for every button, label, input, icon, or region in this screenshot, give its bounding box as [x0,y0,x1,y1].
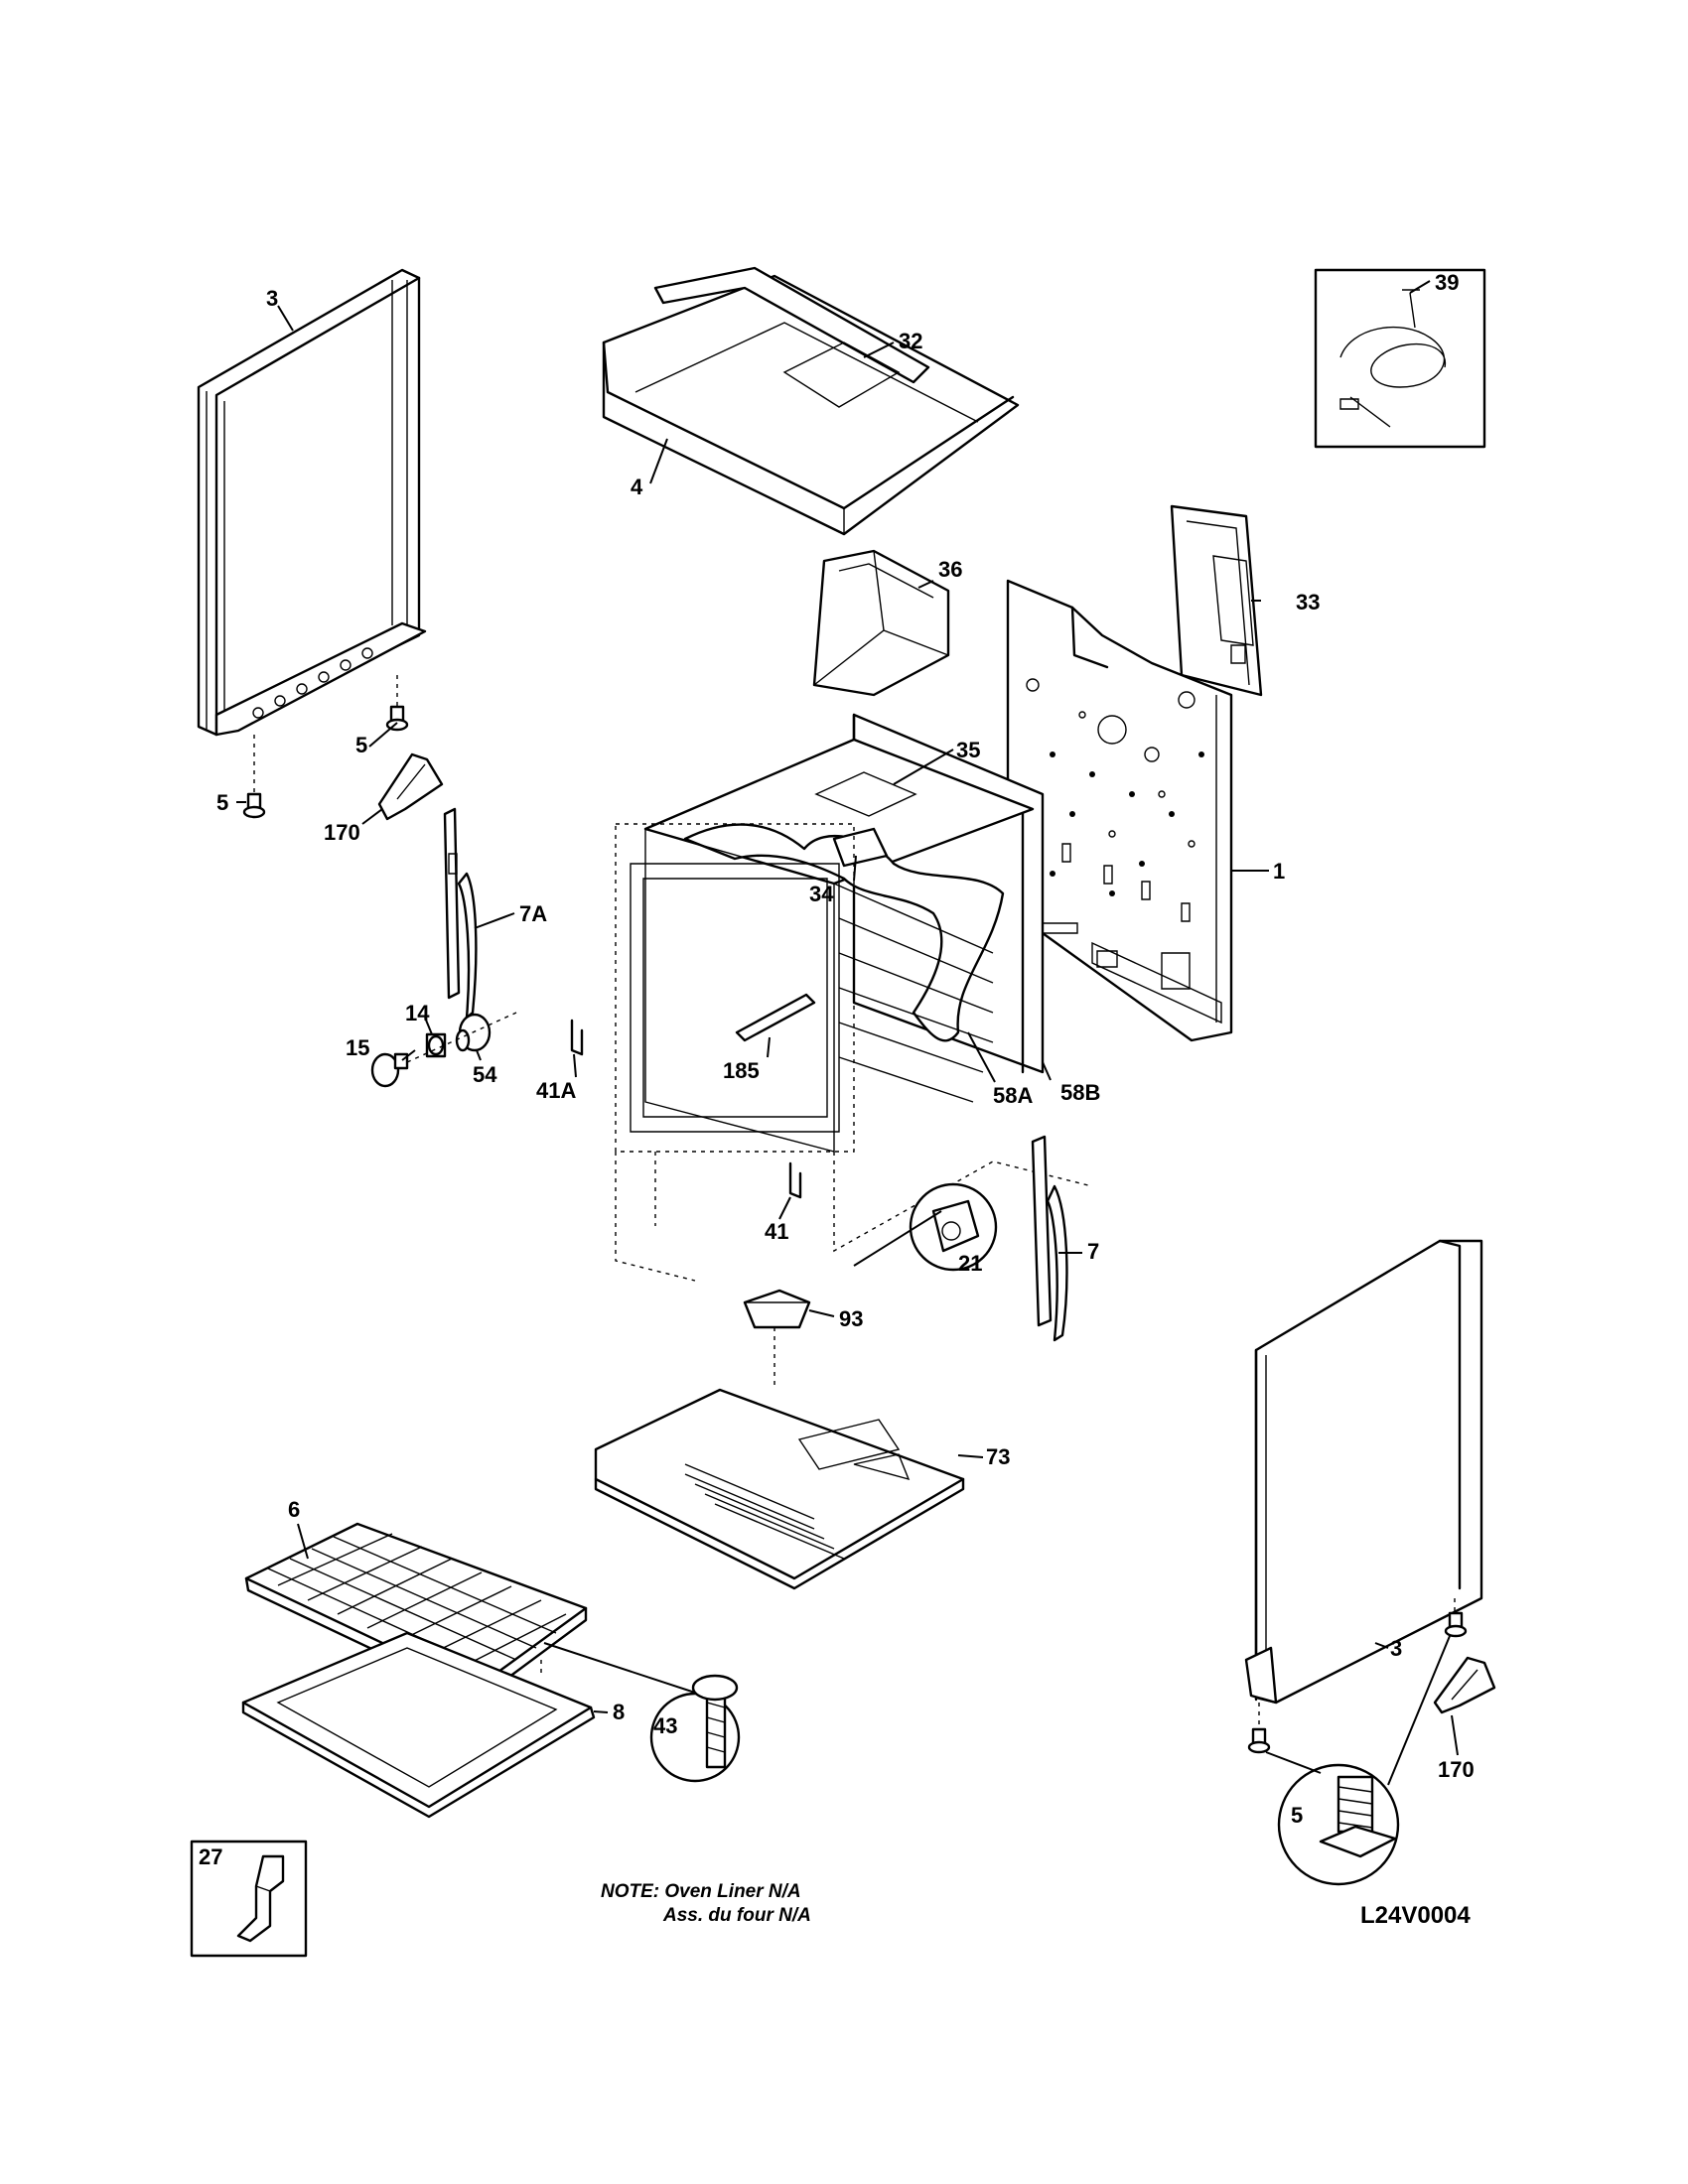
callout-39: 39 [1435,270,1460,295]
rear-cover-33 [1172,506,1261,695]
callout-3-right: 3 [1390,1636,1403,1661]
callout-5-left-a: 5 [355,733,368,757]
screw-5-right-a [1446,1613,1466,1636]
callout-6: 6 [288,1497,301,1522]
callout-54: 54 [473,1062,497,1087]
door-hinge-7 [1033,1137,1066,1340]
door-hinge-7a [445,809,476,1018]
screw-5-lower [244,794,264,817]
callout-43: 43 [653,1713,678,1738]
callout-36: 36 [938,557,963,582]
callout-170-right: 170 [1438,1757,1475,1782]
callout-58a: 58A [993,1083,1034,1108]
callout-5-left-b: 5 [216,790,229,815]
callout-7: 7 [1087,1239,1100,1264]
callout-8: 8 [613,1700,626,1724]
detail-bubble-5 [1279,1765,1398,1884]
callout-1: 1 [1273,859,1286,884]
callout-33: 33 [1296,590,1321,614]
callout-41a: 41A [536,1078,577,1103]
top-bracket-4-32 [604,268,1018,534]
power-cord-39-box [1316,270,1484,447]
part-93 [745,1291,809,1385]
callout-15: 15 [346,1035,370,1060]
callout-170-left: 170 [324,820,360,845]
leader-lines [236,281,1458,1755]
diagram-code: L24V0004 [1360,1902,1471,1929]
oven-cavity-body [645,715,1043,1152]
drawer-pan-8 [243,1633,594,1817]
part-27-box [192,1842,306,1956]
bracket-170-left [379,754,442,819]
callout-5-detail: 5 [1291,1803,1304,1828]
callout-93: 93 [839,1306,864,1331]
detail-bubble-43 [651,1676,739,1781]
light-bulb-15 [372,1054,407,1086]
callout-27: 27 [199,1844,223,1869]
element-185 [737,995,814,1040]
detail-bubble-21 [911,1184,996,1270]
light-socket-14 [427,1034,445,1056]
vent-duct-36 [814,551,948,695]
right-side-panel-3 [1246,1241,1481,1727]
hinge-receiver-41a [572,1021,582,1054]
screw-5-right-b [1249,1729,1269,1752]
callout-21: 21 [958,1251,983,1276]
callout-34: 34 [809,882,834,906]
callout-7a: 7A [519,901,548,926]
callout-35: 35 [956,738,981,762]
callout-58b: 58B [1060,1080,1101,1105]
bracket-170-right [1435,1658,1494,1712]
note-line-1: NOTE: Oven Liner N/A [601,1881,801,1902]
left-side-panel-3 [199,270,425,794]
callout-73: 73 [986,1444,1011,1469]
screw-5-upper [387,707,407,730]
callout-32: 32 [899,329,923,353]
callout-41: 41 [765,1219,789,1244]
note-line-2: Ass. du four N/A [663,1905,811,1926]
callout-14: 14 [405,1001,430,1025]
bottom-panel-73 [596,1390,963,1588]
hinge-receiver-41 [790,1163,800,1197]
callout-4: 4 [631,475,643,499]
callout-3-left: 3 [266,286,279,311]
callout-185: 185 [723,1058,760,1083]
